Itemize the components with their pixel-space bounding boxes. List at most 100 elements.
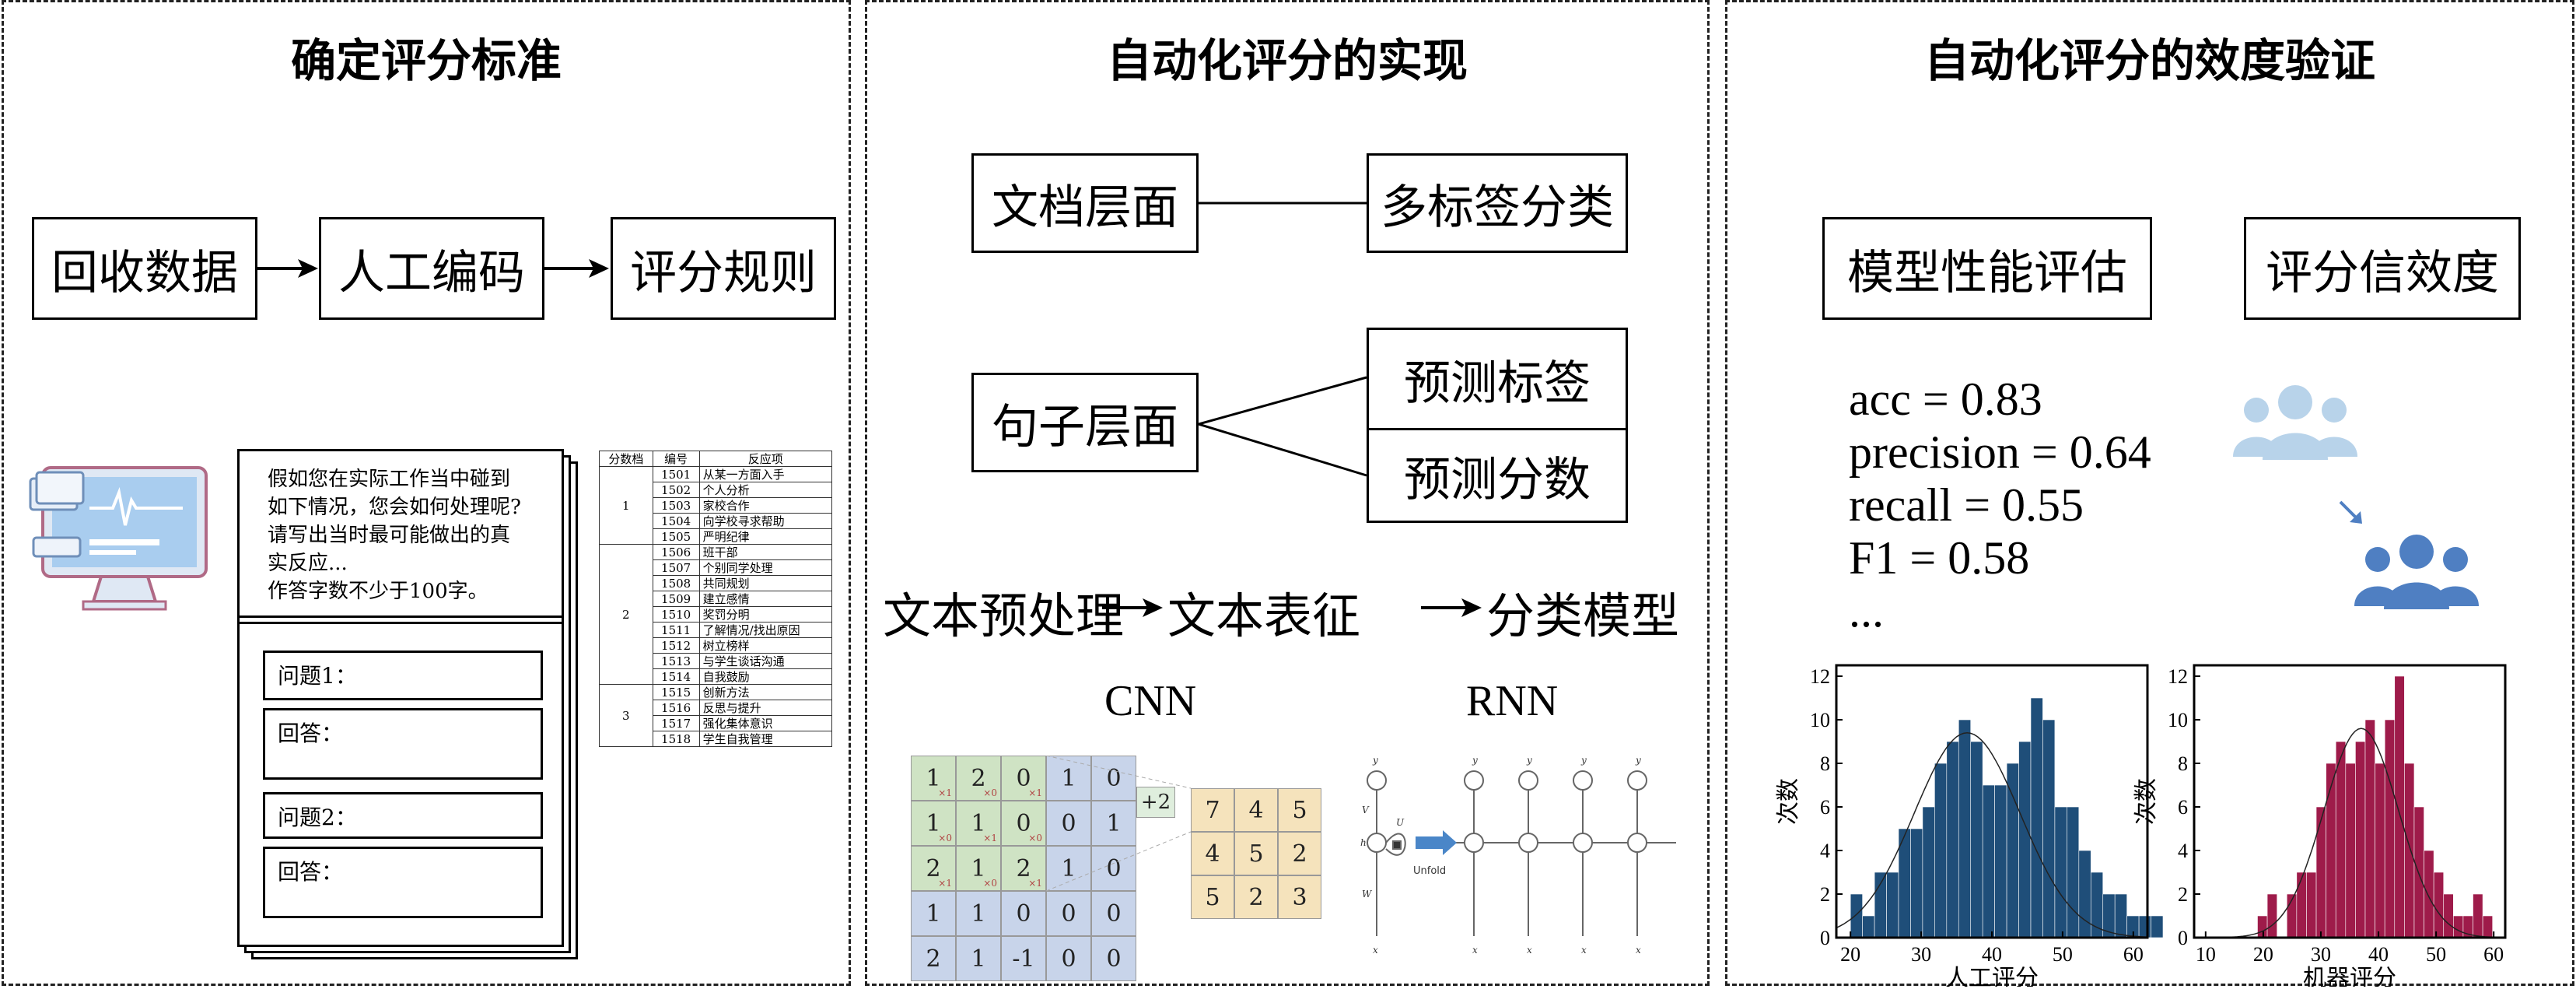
kernel-weight: ×1 <box>938 878 952 889</box>
cnn-input-cell: 1 <box>956 936 1001 981</box>
cnn-input-cell: -1 <box>1001 936 1046 981</box>
x-tick-label: 10 <box>2196 943 2216 966</box>
preprocess-label: 文本预处理 <box>883 587 1125 644</box>
histogram-bar <box>1946 741 1959 938</box>
svg-text:x: x <box>1581 945 1587 956</box>
svg-text:U: U <box>1396 817 1405 828</box>
y-tick-label: 6 <box>2178 796 2188 819</box>
collect-data-label: 回收数据 <box>51 245 238 300</box>
y-tick-label: 12 <box>1810 665 1830 688</box>
y-tick-label: 12 <box>2168 665 2188 688</box>
cnn-input-cell: 0 <box>1091 756 1136 801</box>
code-cell: 1517 <box>652 715 700 731</box>
question-1-field[interactable]: 问题1： <box>263 651 543 700</box>
cnn-input-cell: 1×1 <box>956 801 1001 846</box>
arrow-right-icon <box>257 259 318 278</box>
prompt-line: 作答字数不少于100字。 <box>268 580 488 603</box>
x-tick-label: 60 <box>2123 943 2144 966</box>
histogram-bar <box>2404 763 2415 938</box>
cnn-input-cell: 1 <box>956 891 1001 936</box>
x-tick-label: 50 <box>2426 943 2446 966</box>
histogram-bar <box>2054 806 2067 938</box>
connector-line <box>1199 202 1367 205</box>
question-2-field[interactable]: 问题2： <box>263 792 543 839</box>
cnn-input-cell: 1×0 <box>956 846 1001 891</box>
cnn-input-cell: 1×0 <box>911 801 956 846</box>
y-tick-label: 4 <box>1820 840 1830 862</box>
histogram-bar <box>2296 872 2307 938</box>
cnn-input-cell: 0 <box>1046 936 1091 981</box>
histogram-bar <box>1910 828 1923 938</box>
metric-f1: F1 = 0.58 <box>1849 532 2030 584</box>
scoring-rules-label: 评分规则 <box>630 245 817 300</box>
answer-1-field[interactable]: 回答： <box>263 708 543 780</box>
x-tick-label: 40 <box>2368 943 2389 966</box>
score-cell: 1 <box>599 466 653 545</box>
code-cell: 1502 <box>652 482 700 498</box>
metric-precision: precision = 0.64 <box>1849 426 2151 478</box>
y-tick-label: 0 <box>2178 927 2188 949</box>
computer-icon <box>29 466 208 611</box>
histogram-bar <box>2030 697 2043 938</box>
y-axis-label: 次数 <box>2133 778 2160 825</box>
cnn-input-cell: 0 <box>1091 891 1136 936</box>
cnn-input-cell: 1 <box>1046 846 1091 891</box>
histogram-bar <box>1922 806 1935 938</box>
x-tick-label: 60 <box>2483 943 2504 966</box>
histogram-bar <box>2413 806 2424 938</box>
histogram-bar <box>2266 893 2277 938</box>
response-cell: 建立感情 <box>698 591 833 607</box>
kernel-weight: ×0 <box>1028 833 1042 843</box>
histogram-bar <box>2042 719 2056 938</box>
response-cell: 创新方法 <box>698 684 833 700</box>
histogram-bar <box>1958 719 1972 938</box>
bias-cell: +2 <box>1136 787 1175 818</box>
code-cell: 1511 <box>652 622 700 638</box>
svg-text:y: y <box>1472 755 1478 766</box>
histogram-bar <box>2078 850 2091 938</box>
response-cell: 家校合作 <box>698 497 833 514</box>
x-tick-label: 50 <box>2053 943 2073 966</box>
rnn-label: RNN <box>1466 677 1559 725</box>
response-cell: 反思与提升 <box>698 700 833 716</box>
y-tick-label: 2 <box>1820 883 1830 906</box>
col-header: 反应项 <box>698 451 833 467</box>
code-cell: 1510 <box>652 606 700 623</box>
histogram-bar <box>2355 741 2366 938</box>
prompt-line: 请写出当时最可能做出的真 <box>268 524 511 547</box>
metric-recall: recall = 0.55 <box>1849 479 2084 531</box>
prompt-line: 实反应... <box>268 552 348 575</box>
cnn-input-cell: 2×0 <box>956 756 1001 801</box>
predict-score-box: 预测分数 <box>1367 428 1628 523</box>
cnn-input-cell: 1 <box>911 891 956 936</box>
x-tick-label: 40 <box>1982 943 2002 966</box>
code-cell: 1516 <box>652 700 700 716</box>
histogram-bar <box>2433 872 2445 938</box>
code-cell: 1518 <box>652 731 700 747</box>
histogram-bar <box>2364 719 2375 938</box>
x-axis-label: 人工评分 <box>1945 965 2039 987</box>
response-cell: 了解情况/找出原因 <box>698 622 833 638</box>
kernel-weight: ×0 <box>983 878 997 889</box>
histogram-bar <box>2114 893 2127 938</box>
response-cell: 个人分析 <box>698 482 833 498</box>
prompt-line: 假如您在实际工作当中碰到 <box>268 468 511 491</box>
multilabel-box: 多标签分类 <box>1367 153 1628 253</box>
x-tick-label: 20 <box>2253 943 2273 966</box>
answer-2-field[interactable]: 回答： <box>263 847 543 918</box>
validity-box: 评分信效度 <box>2244 217 2521 320</box>
histogram-bar <box>2306 872 2317 938</box>
cnn-output-cell: 5 <box>1191 875 1234 919</box>
document-level-label: 文档层面 <box>992 180 1178 235</box>
arrow-right-icon <box>1421 598 1482 617</box>
cnn-input-cell: 0 <box>1046 891 1091 936</box>
y-tick-label: 2 <box>2178 883 2188 906</box>
code-cell: 1509 <box>652 591 700 607</box>
